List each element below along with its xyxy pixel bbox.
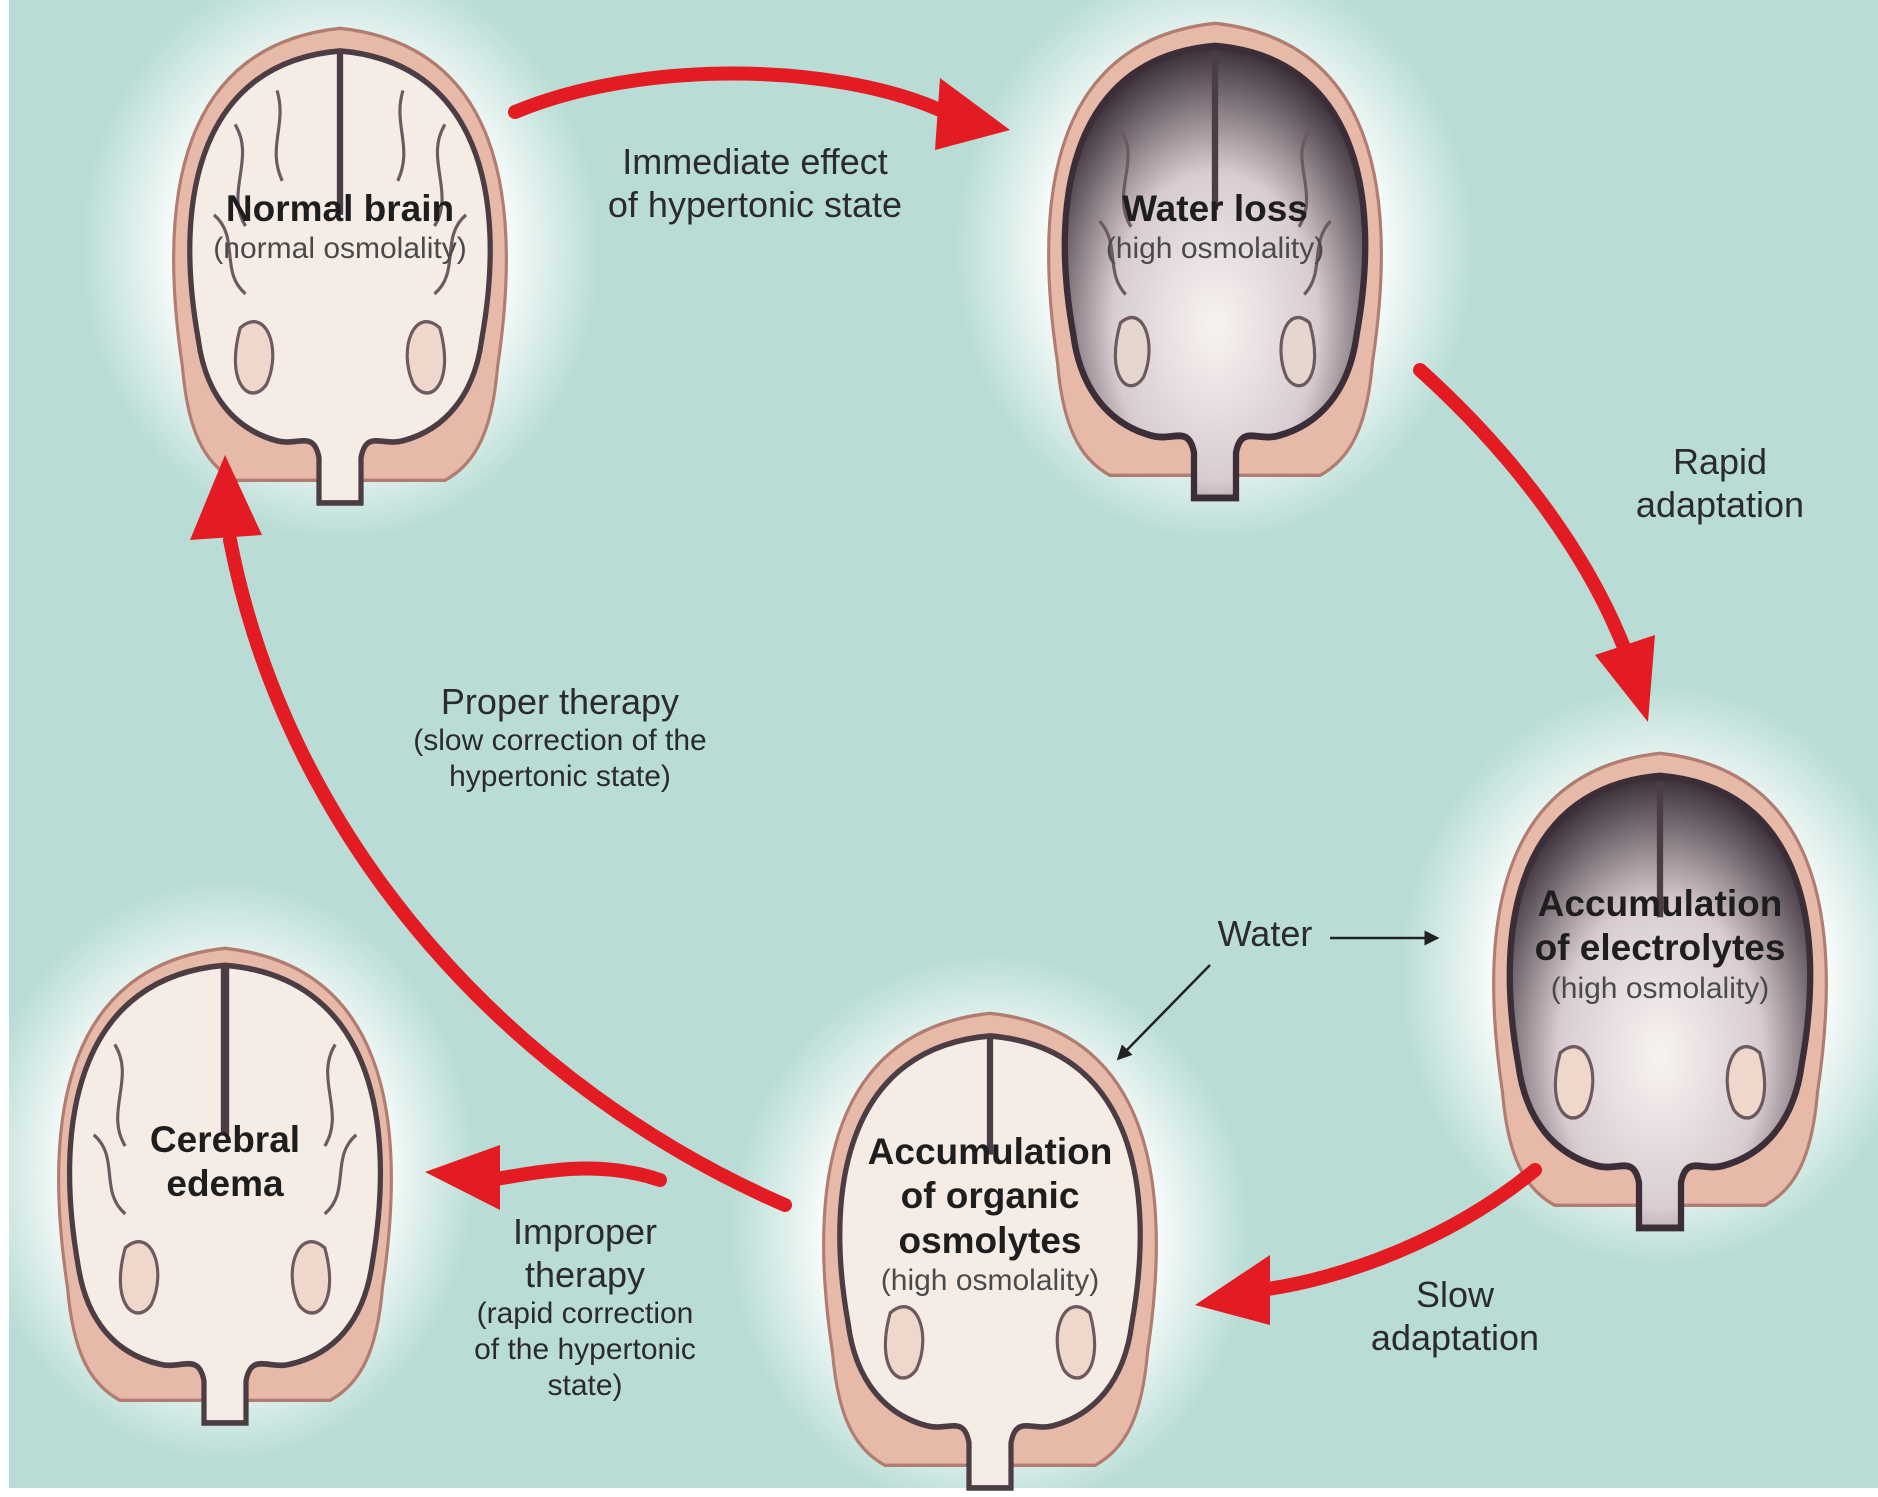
step-immediate-line2: of hypertonic state <box>545 183 965 226</box>
brain-electrolytes-label: Accumulation of electrolytes (high osmol… <box>1480 882 1840 1007</box>
step-improper-label: Improper therapy (rapid correction of th… <box>420 1210 750 1404</box>
step-slow-line2: adaptation <box>1320 1316 1590 1359</box>
brain-electrolytes-subtitle: (high osmolality) <box>1480 971 1840 1007</box>
brain-normal-subtitle: (normal osmolality) <box>160 231 520 267</box>
step-proper-label: Proper therapy (slow correction of the h… <box>345 680 775 795</box>
step-proper-line1: Proper therapy <box>345 680 775 723</box>
step-improper-line5: state) <box>420 1368 750 1404</box>
water-label: Water <box>1190 912 1340 955</box>
step-immediate-label: Immediate effect of hypertonic state <box>545 140 965 226</box>
step-rapid-label: Rapid adaptation <box>1590 440 1850 526</box>
brain-electrolytes-title-2: of electrolytes <box>1480 926 1840 970</box>
step-proper-line2: (slow correction of the <box>345 723 775 759</box>
step-improper-line3: (rapid correction <box>420 1296 750 1332</box>
brain-organic-title-2: of organic <box>815 1174 1165 1218</box>
brain-normal-label: Normal brain (normal osmolality) <box>160 187 520 267</box>
step-improper-line1: Improper <box>420 1210 750 1253</box>
brain-edema-title-2: edema <box>90 1162 360 1206</box>
brain-electrolytes-title-1: Accumulation <box>1480 882 1840 926</box>
brain-water-loss-title: Water loss <box>1030 187 1400 231</box>
brain-water-loss-subtitle: (high osmolality) <box>1030 231 1400 267</box>
brain-edema-label: Cerebral edema <box>90 1118 360 1207</box>
step-rapid-line1: Rapid <box>1590 440 1850 483</box>
brain-organic-title-3: osmolytes <box>815 1219 1165 1263</box>
step-immediate-line1: Immediate effect <box>545 140 965 183</box>
brain-water-loss-label: Water loss (high osmolality) <box>1030 187 1400 267</box>
step-improper-line4: of the hypertonic <box>420 1332 750 1368</box>
brain-edema-title-1: Cerebral <box>90 1118 360 1162</box>
brain-organic-subtitle: (high osmolality) <box>815 1263 1165 1299</box>
step-slow-label: Slow adaptation <box>1320 1273 1590 1359</box>
brain-organic-label: Accumulation of organic osmolytes (high … <box>815 1130 1165 1299</box>
step-slow-line1: Slow <box>1320 1273 1590 1316</box>
brain-normal-title: Normal brain <box>160 187 520 231</box>
step-rapid-line2: adaptation <box>1590 483 1850 526</box>
brain-organic-title-1: Accumulation <box>815 1130 1165 1174</box>
step-proper-line3: hypertonic state) <box>345 759 775 795</box>
step-improper-line2: therapy <box>420 1253 750 1296</box>
